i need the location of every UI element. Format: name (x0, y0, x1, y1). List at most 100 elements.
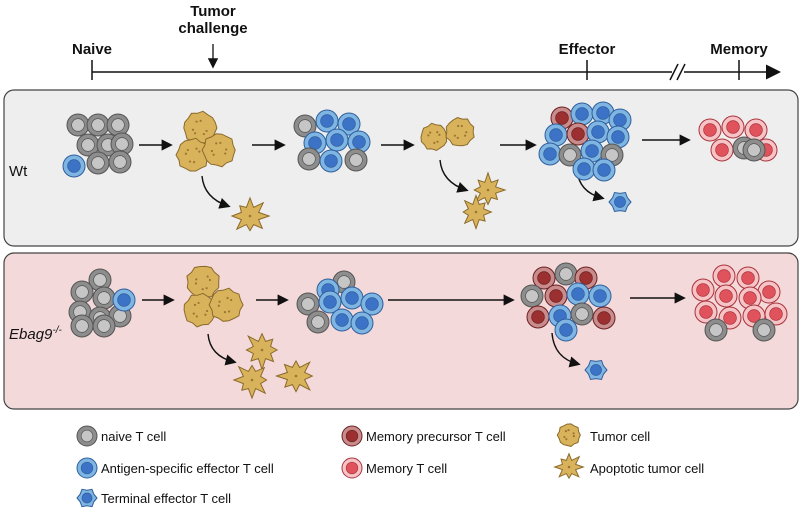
terminal-effector-t-cell (608, 191, 632, 213)
naive-t-cell (66, 113, 90, 137)
memory-precursor-t-cell (544, 284, 568, 308)
legend-naive-label: naive T cell (101, 429, 166, 444)
effector-t-cell (319, 149, 343, 173)
memory-label: Memory (710, 41, 768, 58)
memory-precursor-t-cell (341, 425, 363, 447)
memory-t-cell (757, 280, 781, 304)
terminal-effector-t-cell (76, 488, 98, 508)
naive-t-cell (554, 262, 578, 286)
ebag9-activated-cluster (296, 270, 384, 335)
memory-t-cell (341, 457, 363, 479)
wt-naive-cluster (62, 113, 134, 178)
naive-t-cell (344, 148, 368, 172)
effector-t-cell (554, 318, 578, 342)
apoptotic-tumor-cell (232, 364, 268, 400)
ebag9-tumor-cluster (183, 265, 244, 328)
ebag9-terminal-arrow (551, 332, 581, 368)
naive-t-cell (306, 310, 330, 334)
legend-apoptotic-label: Apoptotic tumor cell (590, 461, 704, 476)
effector-label: Effector (559, 41, 616, 58)
wt-memory-cluster (698, 115, 778, 162)
naive-t-cell (76, 133, 100, 157)
effector-t-cell (570, 102, 594, 126)
naive-t-cell (558, 143, 582, 167)
naive-t-cell (106, 113, 130, 137)
memory-t-cell (738, 286, 762, 310)
effector-t-cell (340, 286, 364, 310)
naive-label: Naive (72, 41, 112, 58)
effector-t-cell (538, 142, 562, 166)
ebag9-naive-cluster (68, 268, 136, 338)
apoptotic-tumor-cell (553, 452, 585, 480)
effector-t-cell (566, 282, 590, 306)
effector-t-cell (608, 108, 632, 132)
effector-t-cell (360, 292, 384, 316)
naive-t-cell (570, 302, 594, 326)
effector-t-cell (580, 139, 604, 163)
naive-t-cell (70, 280, 94, 304)
effector-t-cell (544, 123, 568, 147)
naive-t-cell (92, 286, 116, 310)
naive-t-cell (108, 150, 132, 174)
apoptotic-tumor-cell (473, 171, 507, 206)
ebag9-apoptosis-arrow (207, 333, 237, 366)
naive-t-cell (70, 314, 94, 338)
effector-t-cell (303, 131, 327, 155)
wt-row (62, 101, 778, 232)
effector-t-cell (318, 290, 342, 314)
legend-memory-label: Memory T cell (366, 461, 447, 476)
axis-break (669, 62, 686, 82)
wt-tumor-cluster-1 (175, 110, 236, 172)
legend: naive T cell Antigen-specific effector T… (76, 423, 704, 508)
timeline: Naive Tumor challenge Effector Memory (72, 3, 781, 82)
effector-t-cell (588, 284, 612, 308)
tumor-cell (556, 423, 581, 447)
effector-t-cell (62, 154, 86, 178)
tumor-cell (183, 292, 218, 328)
wt-apoptosis-arrow-1 (201, 175, 231, 209)
wt-arrows (139, 134, 691, 209)
wt-effector-cluster (538, 101, 632, 182)
memory-t-cell (712, 264, 736, 288)
naive-t-cell (752, 318, 776, 342)
tumor-cell (420, 122, 448, 152)
ebag9-panel-label: Ebag9-/- (9, 325, 62, 343)
ebag9-arrows (142, 292, 686, 368)
terminal-effector-t-cell (584, 359, 608, 381)
ebag9-effector-cluster (520, 262, 616, 342)
naive-t-cell (86, 151, 110, 175)
apoptotic-tumor-cell (230, 196, 271, 232)
ebag9-memory-cluster (691, 264, 788, 342)
wt-panel-label: Wt (9, 163, 28, 180)
memory-precursor-t-cell (566, 122, 590, 146)
memory-precursor-t-cell (592, 306, 616, 330)
naive-t-cell (92, 314, 116, 338)
tumor-challenge-label-1: Tumor (190, 3, 236, 20)
ebag9-row (68, 262, 788, 400)
effector-t-cell (337, 112, 361, 136)
tumor-cell (208, 287, 244, 322)
effector-t-cell (572, 157, 596, 181)
effector-t-cell (330, 308, 354, 332)
memory-t-cell (744, 118, 768, 142)
ebag9-panel (3, 252, 799, 410)
legend-antigen-specific-label: Antigen-specific effector T cell (101, 461, 274, 476)
memory-precursor-t-cell (532, 266, 556, 290)
wt-tumor-cluster-2 (420, 117, 475, 152)
apoptotic-tumor-cell (245, 332, 279, 372)
legend-memory-precursor-label: Memory precursor T cell (366, 429, 506, 444)
apoptotic-tumor-cell (462, 194, 493, 230)
tumor-cell (445, 117, 475, 147)
memory-t-cell (694, 300, 718, 324)
legend-terminal-label: Terminal effector T cell (101, 491, 231, 506)
legend-tumor-label: Tumor cell (590, 429, 650, 444)
memory-t-cell (710, 138, 734, 162)
memory-t-cell (698, 118, 722, 142)
naive-t-cell (86, 113, 110, 137)
wt-apoptosis-arrow-2 (439, 159, 469, 193)
naive-t-cell (297, 147, 321, 171)
tumor-cell (186, 265, 220, 299)
naive-t-cell (88, 268, 112, 292)
effector-t-cell (112, 288, 136, 312)
